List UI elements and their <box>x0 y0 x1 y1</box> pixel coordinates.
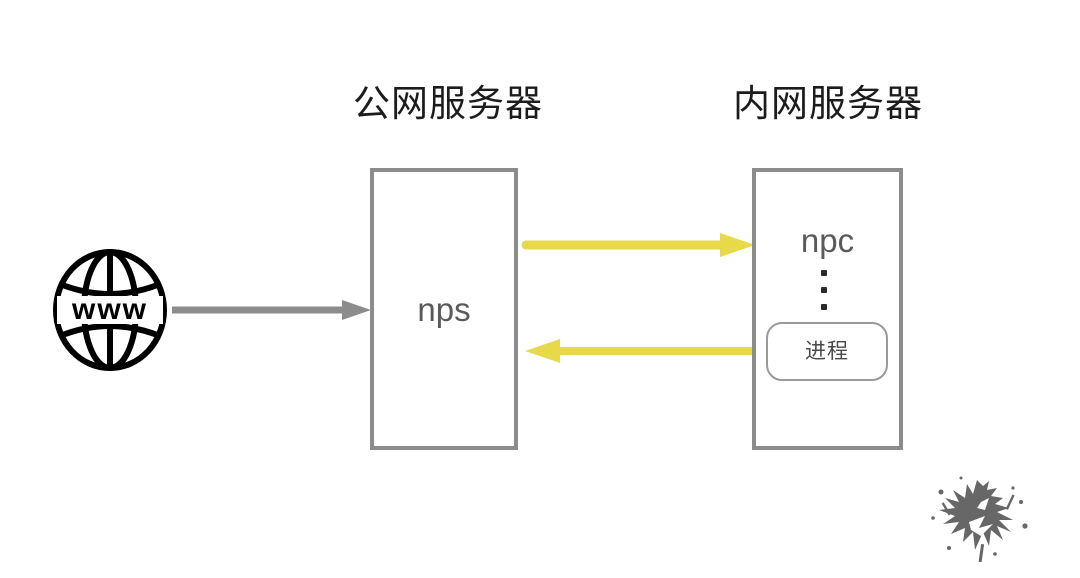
ellipsis-dot <box>821 287 827 293</box>
globe-www-icon: www <box>53 249 167 371</box>
vertical-ellipsis-icon <box>818 270 830 310</box>
npc-label: npc <box>800 222 855 259</box>
npc-server-box <box>752 168 903 450</box>
public-server-title: 公网服务器 <box>353 83 543 124</box>
private-server-title: 内网服务器 <box>733 83 923 124</box>
ellipsis-dot <box>821 304 827 310</box>
nps-server-box <box>370 168 518 450</box>
svg-text:www: www <box>71 293 148 326</box>
ellipsis-dot <box>821 270 827 276</box>
ink-splatter-watermark <box>931 476 1028 562</box>
process-box: 进程 <box>766 322 888 381</box>
arrow-npc-to-nps <box>525 339 758 363</box>
arrow-nps-to-npc <box>521 233 755 257</box>
nps-label: nps <box>417 291 471 328</box>
process-label: 进程 <box>805 340 849 363</box>
arrow-web-to-nps <box>172 300 371 320</box>
